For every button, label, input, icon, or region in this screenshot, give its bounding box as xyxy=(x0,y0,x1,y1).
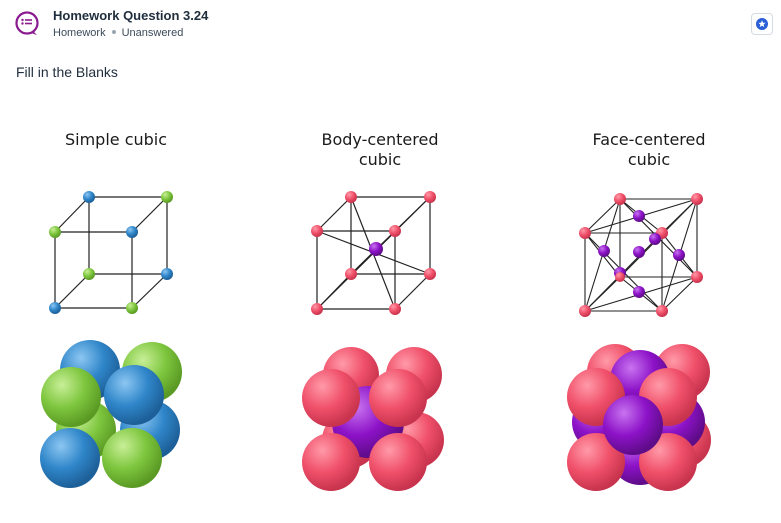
simple-cubic-atoms xyxy=(49,191,173,314)
atom xyxy=(633,246,645,258)
sphere xyxy=(102,428,162,488)
atom xyxy=(691,193,703,205)
simple-cubic-wireframe xyxy=(54,196,168,309)
sphere xyxy=(41,367,101,427)
atom xyxy=(345,191,357,203)
atom xyxy=(311,303,323,315)
bookmark-button[interactable] xyxy=(751,13,773,35)
lattice-illustration xyxy=(40,191,711,491)
atom xyxy=(579,227,591,239)
chat-list-icon xyxy=(15,11,39,35)
atom xyxy=(311,225,323,237)
sphere xyxy=(369,433,427,491)
atom xyxy=(579,305,591,317)
face-centered-atoms xyxy=(579,193,703,317)
atom xyxy=(161,268,173,280)
atom xyxy=(369,242,383,256)
atom xyxy=(424,268,436,280)
question-type-label: Fill in the Blanks xyxy=(16,64,118,80)
atom xyxy=(49,226,61,238)
atom xyxy=(633,286,645,298)
atom xyxy=(161,191,173,203)
star-badge-icon xyxy=(756,18,768,30)
simple-cubic-packing xyxy=(40,340,182,488)
atom xyxy=(389,303,401,315)
status-label: Unanswered xyxy=(121,27,184,39)
atom xyxy=(633,210,645,222)
atom xyxy=(424,191,436,203)
atom xyxy=(126,302,138,314)
atom xyxy=(389,225,401,237)
atom xyxy=(649,233,661,245)
atom xyxy=(614,193,626,205)
sphere xyxy=(40,428,100,488)
atom xyxy=(83,268,95,280)
sphere xyxy=(369,369,427,427)
atom xyxy=(83,191,95,203)
question-meta: Homework Unanswered xyxy=(53,27,183,39)
sphere xyxy=(104,365,164,425)
atom xyxy=(656,305,668,317)
atom xyxy=(691,271,703,283)
sphere xyxy=(302,433,360,491)
face-centered-packing xyxy=(567,344,711,491)
sphere xyxy=(302,369,360,427)
body-centered-atoms xyxy=(311,191,436,315)
atom xyxy=(673,249,685,261)
atom xyxy=(598,245,610,257)
atom xyxy=(615,272,625,282)
atom xyxy=(126,226,138,238)
body-centered-packing xyxy=(302,347,444,491)
caption-simple-cubic: Simple cubic xyxy=(64,130,168,149)
category-label: Homework xyxy=(53,27,106,39)
question-header: Homework Question 3.24 Homework Unanswere… xyxy=(0,0,781,48)
sphere xyxy=(603,395,663,455)
sphere xyxy=(567,433,625,491)
atom xyxy=(345,268,357,280)
separator-dot xyxy=(111,30,116,35)
atom xyxy=(49,302,61,314)
sphere xyxy=(639,433,697,491)
question-title: Homework Question 3.24 xyxy=(53,8,209,23)
